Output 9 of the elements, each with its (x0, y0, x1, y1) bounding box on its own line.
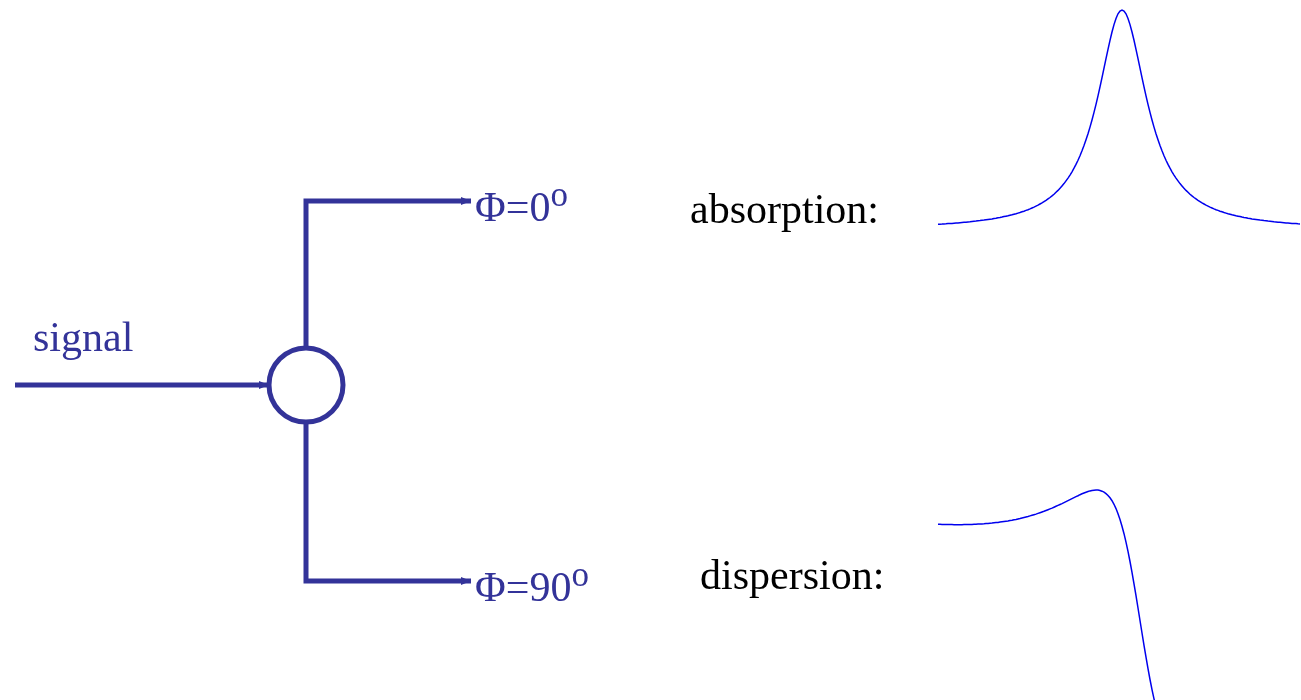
curve-label: absorption: (690, 185, 879, 233)
phase-label: Φ=0$^{o}$ (475, 171, 568, 231)
arrow (303, 197, 471, 348)
edge-label: signal (33, 313, 134, 361)
arrow (303, 422, 471, 585)
junction-circle (266, 345, 346, 425)
curve-label: dispersion: (700, 551, 885, 599)
arrow (15, 381, 269, 389)
phase-label: Φ=90$^{o}$ (475, 551, 589, 611)
